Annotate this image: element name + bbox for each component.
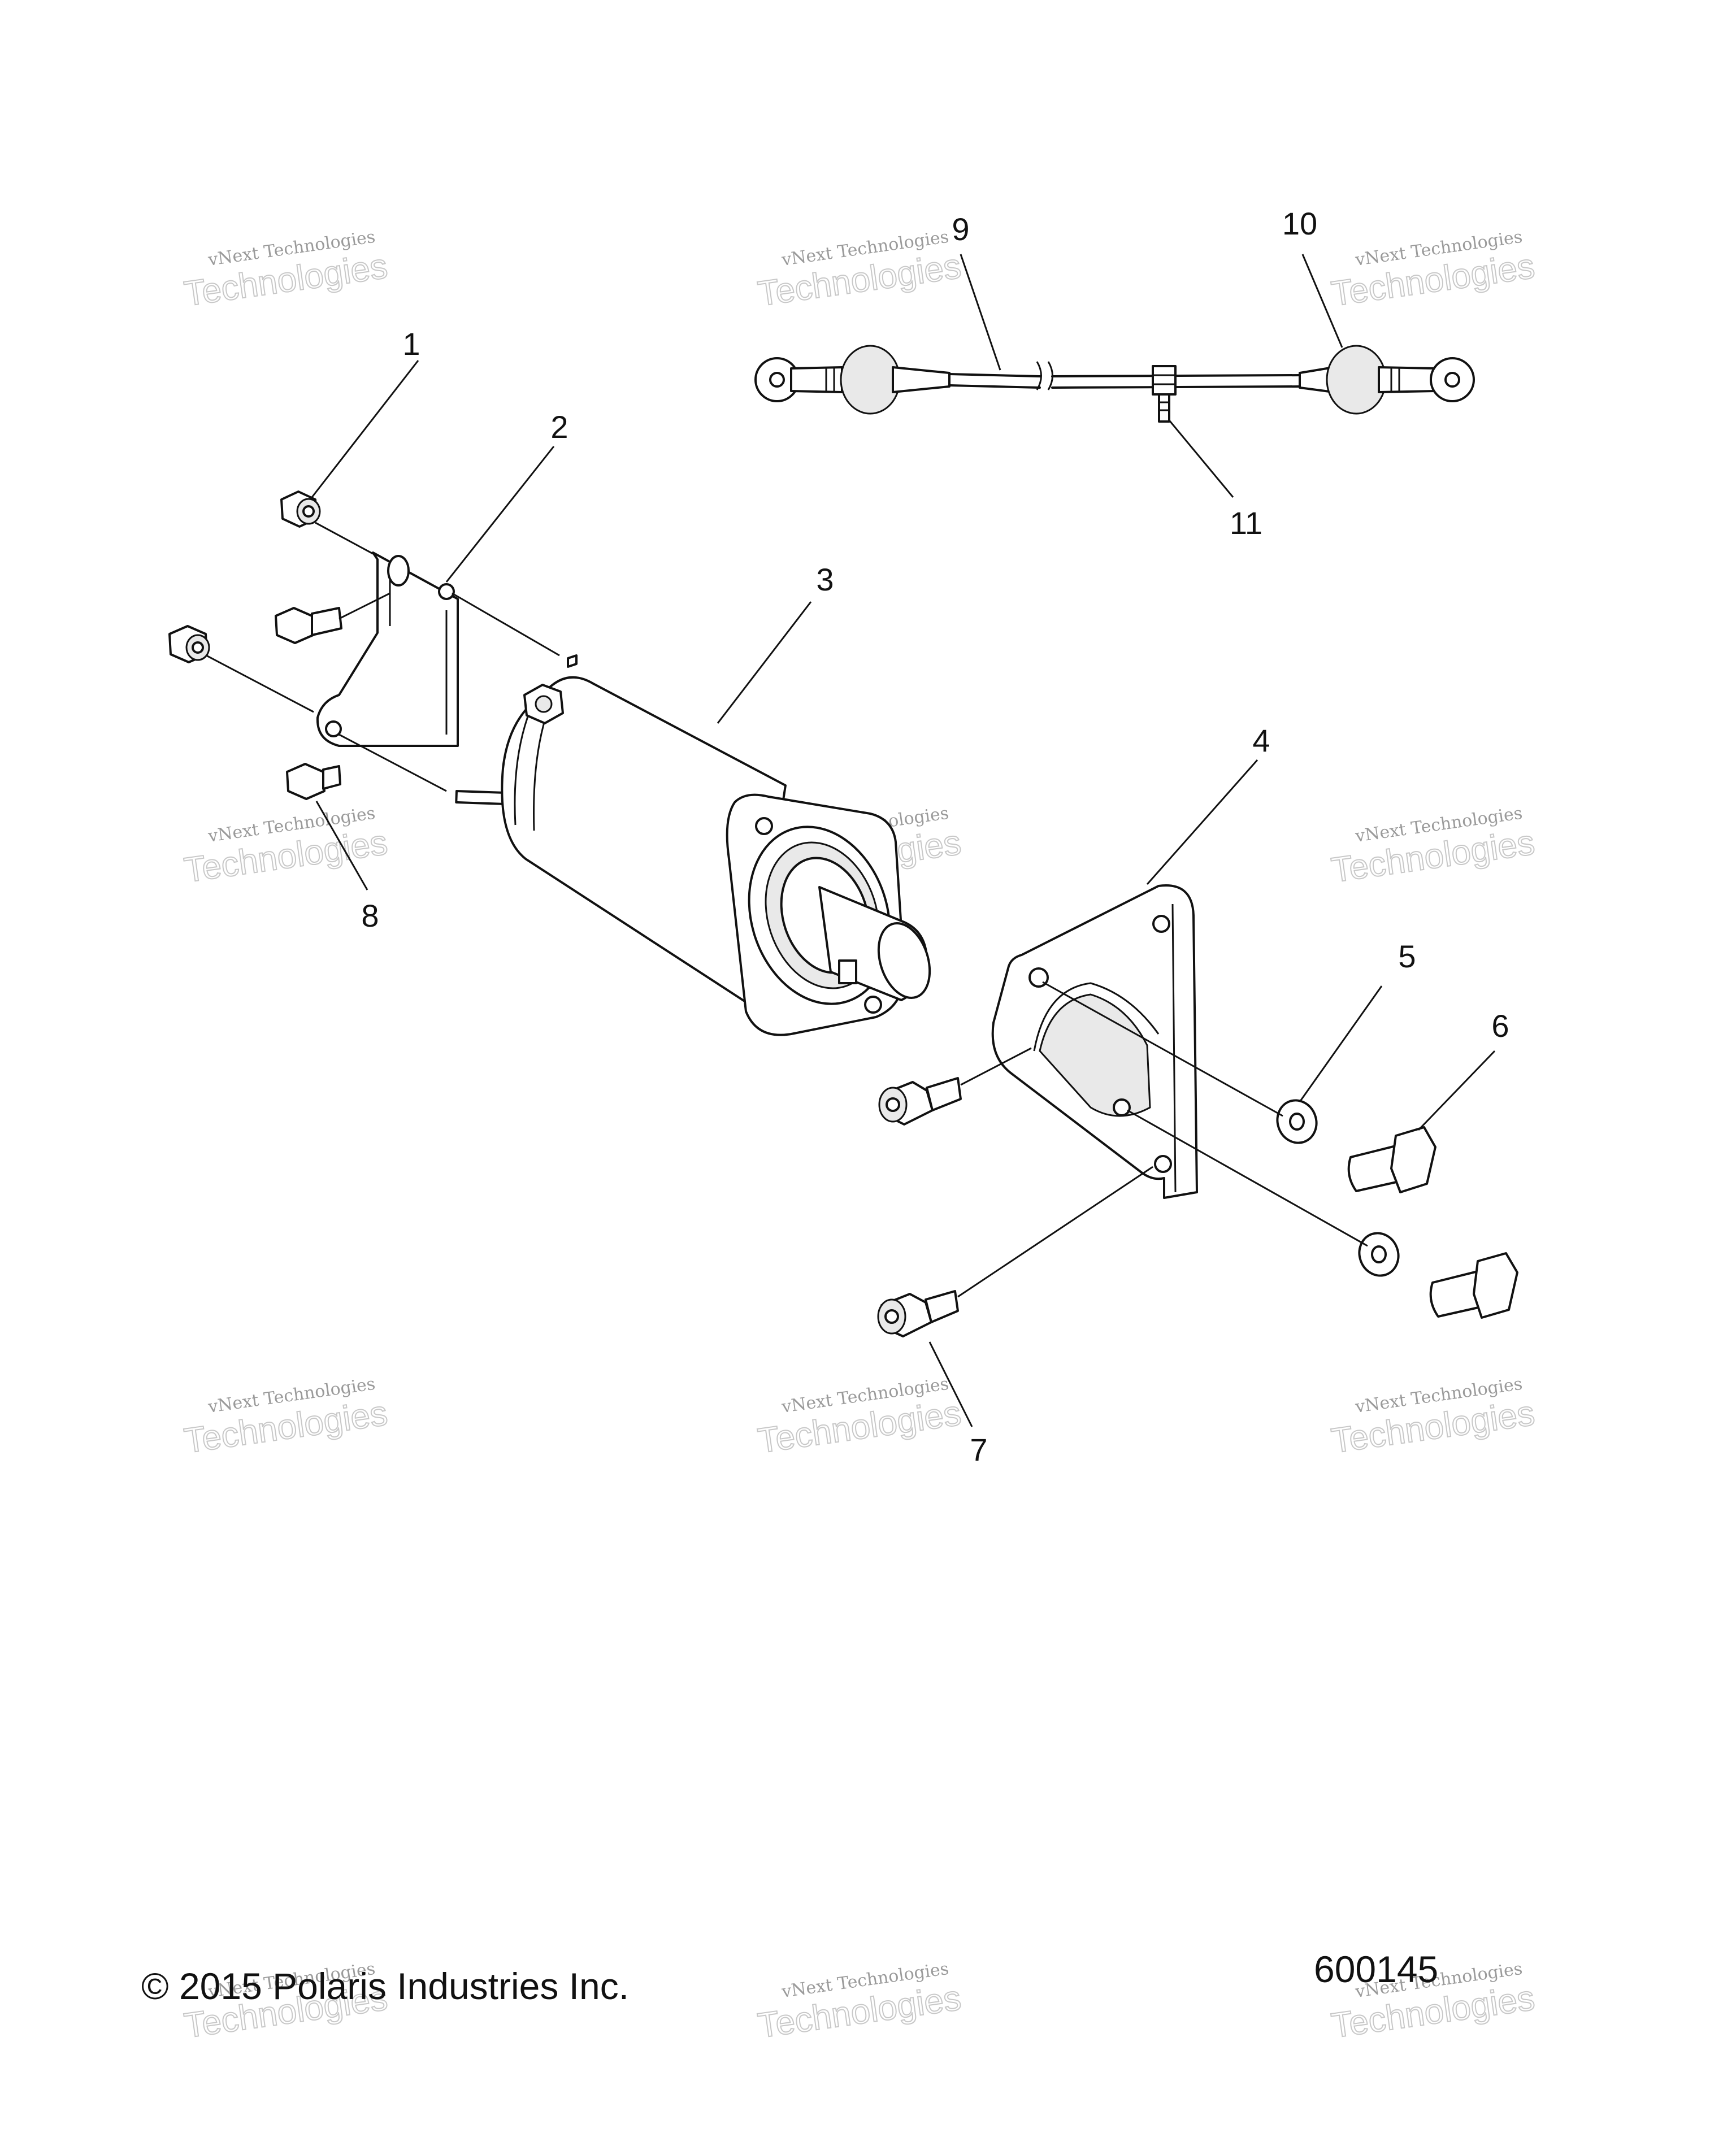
starter-motor [455, 654, 931, 1036]
watermark-layer: vNext Technologies Technologies vNext Te… [181, 227, 1538, 2046]
hex-bolt [1347, 1126, 1436, 1193]
watermark: vNext Technologies Technologies [181, 1374, 390, 1461]
part-label-5: 5 [1398, 939, 1416, 974]
ring-terminal-hole [1444, 372, 1460, 388]
bracket-slot [387, 555, 410, 587]
part-label-8: 8 [361, 898, 379, 933]
part-label-7: 7 [970, 1432, 987, 1467]
part-label-4: 4 [1252, 723, 1270, 758]
cable-clip [1152, 365, 1177, 396]
part-label-9: 9 [952, 211, 969, 247]
flange-nut [168, 625, 210, 663]
flange-nut [280, 490, 321, 528]
flange-bolt [877, 1290, 959, 1337]
copyright-text: © 2015 Polaris Industries Inc. [141, 1965, 629, 2007]
part-label-1: 1 [402, 326, 420, 362]
cable-boot-right [1326, 345, 1387, 415]
part-label-2: 2 [550, 409, 568, 445]
hex-bolt [286, 763, 341, 800]
hex-bolt [275, 607, 342, 644]
watermark: vNext Technologies Technologies [181, 803, 390, 890]
bracket-hole [1154, 1155, 1172, 1173]
clip-stud [1158, 393, 1170, 423]
bracket-hole [1152, 915, 1170, 933]
watermark: vNext Technologies Technologies [1329, 227, 1538, 314]
part-labels: 1 2 3 4 5 6 7 8 9 10 11 [361, 206, 1509, 1467]
flange-hole [864, 996, 882, 1014]
bracket-hole [438, 583, 455, 600]
flange-hole [755, 817, 773, 835]
cable-wire [948, 373, 1041, 377]
starter-bracket-rear [316, 551, 459, 747]
part-label-3: 3 [816, 562, 834, 597]
watermark: vNext Technologies Technologies [755, 1374, 964, 1461]
bracket-hole [325, 720, 342, 737]
bracket-plate [316, 551, 459, 747]
drawing-number: 600145 [1314, 1948, 1438, 1990]
watermark: vNext Technologies Technologies [755, 227, 964, 314]
watermark: vNext Technologies Technologies [181, 227, 390, 314]
bracket-hole [1113, 1098, 1131, 1117]
ring-terminal-hole [769, 372, 785, 388]
battery-cable [754, 345, 1475, 423]
watermark: vNext Technologies Technologies [755, 1959, 964, 2046]
starter-bracket-front [991, 884, 1198, 1199]
part-label-10: 10 [1282, 206, 1317, 241]
hex-bolt [1429, 1252, 1518, 1319]
washer [1276, 1099, 1318, 1144]
watermark: vNext Technologies Technologies [1329, 1374, 1538, 1461]
cable-boot-left [840, 345, 901, 415]
watermark: vNext Technologies Technologies [1329, 803, 1538, 890]
motor-housing [501, 676, 787, 1007]
part-label-6: 6 [1491, 1008, 1509, 1044]
flange-bolt [878, 1077, 962, 1126]
part-label-11: 11 [1230, 505, 1262, 541]
washer [1358, 1232, 1400, 1277]
leader-lines [206, 254, 1496, 1427]
